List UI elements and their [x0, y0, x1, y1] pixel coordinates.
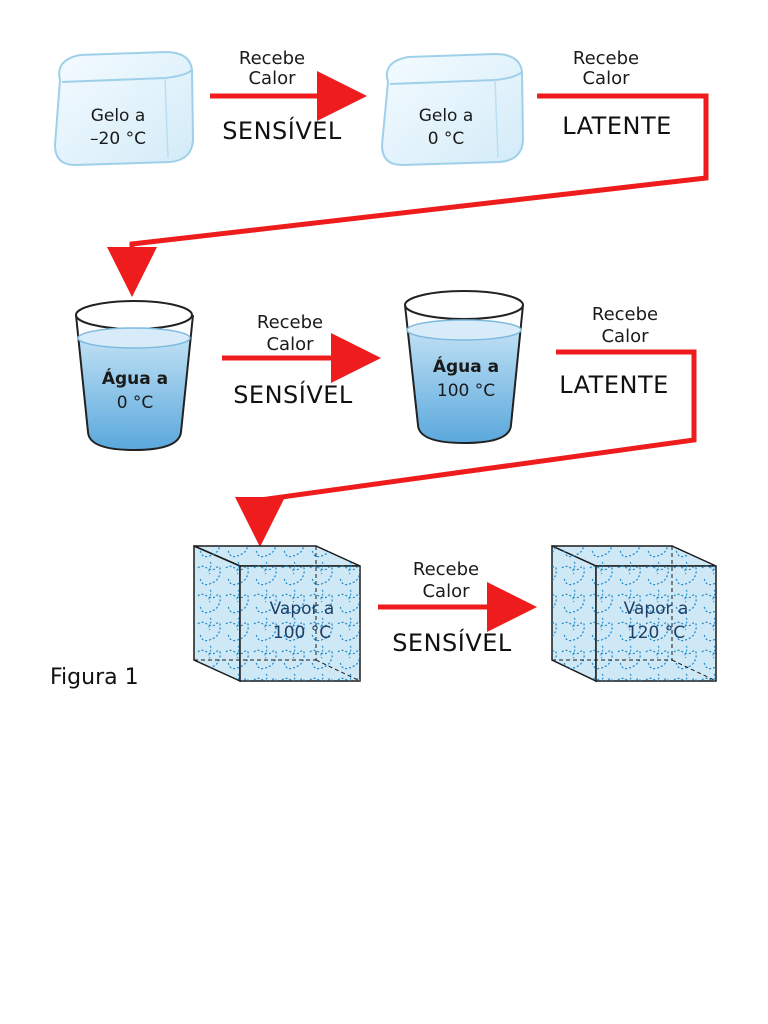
- ice-block-minus20: Gelo a –20 °C: [53, 50, 195, 167]
- state-label-line1: Vapor a: [624, 599, 689, 619]
- state-label-line1: Vapor a: [270, 599, 335, 619]
- state-label-line1: Água a: [433, 355, 499, 377]
- transition-2: Recebe Calor LATENTE: [107, 48, 709, 297]
- state-label-line2: 0 °C: [428, 129, 465, 149]
- ice-block-0: Gelo a 0 °C: [380, 52, 525, 167]
- state-label-line2: –20 °C: [90, 129, 146, 149]
- heat-type-label: LATENTE: [559, 371, 669, 399]
- transition-1: Recebe Calor SENSÍVEL: [210, 48, 367, 145]
- heat-type-label: SENSÍVEL: [222, 116, 342, 145]
- state-label-line2: 120 °C: [627, 623, 685, 643]
- transition-4: Recebe Calor LATENTE: [235, 304, 697, 547]
- state-label-line2: 100 °C: [437, 381, 495, 401]
- heat-label-line2: Calor: [248, 68, 296, 89]
- state-label-line1: Gelo a: [419, 106, 474, 126]
- state-label-line1: Água a: [102, 367, 168, 389]
- vapor-box-100: Vapor a 100 °C: [193, 544, 361, 683]
- heat-type-label: SENSÍVEL: [392, 628, 512, 657]
- heat-label-line2: Calor: [582, 68, 630, 89]
- heat-label-line2: Calor: [422, 581, 470, 602]
- heat-label-line1: Recebe: [573, 48, 639, 69]
- connector-arrow: [235, 349, 697, 547]
- state-label-line2: 100 °C: [273, 623, 331, 643]
- heat-type-label: LATENTE: [562, 112, 672, 140]
- connector-arrow: [107, 93, 709, 297]
- heat-label-line1: Recebe: [413, 559, 479, 580]
- heat-label-line1: Recebe: [257, 312, 323, 333]
- heat-label-line2: Calor: [601, 326, 649, 347]
- glass-water-100: Água a 100 °C: [404, 290, 524, 445]
- vapor-box-120: Vapor a 120 °C: [551, 544, 717, 683]
- heat-label-line1: Recebe: [592, 304, 658, 325]
- state-label-line2: 0 °C: [117, 393, 154, 413]
- heat-label-line2: Calor: [266, 334, 314, 355]
- heat-label-line1: Recebe: [239, 48, 305, 69]
- glass-water-0: Água a 0 °C: [75, 300, 194, 452]
- transition-3: Recebe Calor SENSÍVEL: [222, 312, 381, 409]
- heat-type-label: SENSÍVEL: [233, 380, 353, 409]
- state-label-line1: Gelo a: [91, 106, 146, 126]
- transition-5: Recebe Calor SENSÍVEL: [378, 559, 537, 657]
- figure-caption: Figura 1: [50, 665, 139, 690]
